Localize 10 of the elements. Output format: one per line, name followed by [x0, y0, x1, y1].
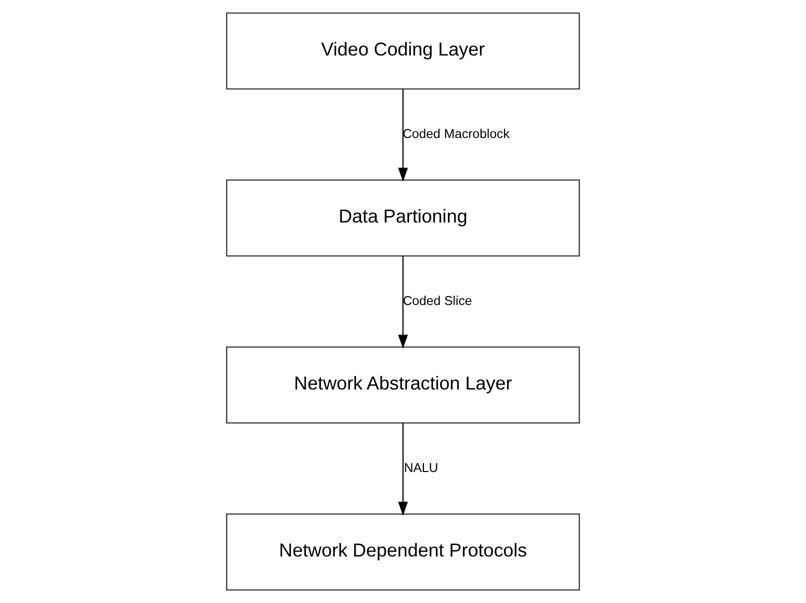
arrow — [398, 256, 408, 349]
edge-label: Coded Slice — [402, 292, 472, 308]
arrow — [398, 89, 408, 182]
node-box: Network Abstraction Layer — [226, 346, 580, 424]
node-box: Network Dependent Protocols — [226, 513, 580, 591]
node-box: Video Coding Layer — [226, 12, 580, 90]
edge-label: Coded Macroblock — [402, 126, 510, 141]
edge-label: NALU — [404, 460, 438, 475]
arrow — [398, 423, 408, 516]
node-box: Data Partioning — [226, 179, 580, 257]
